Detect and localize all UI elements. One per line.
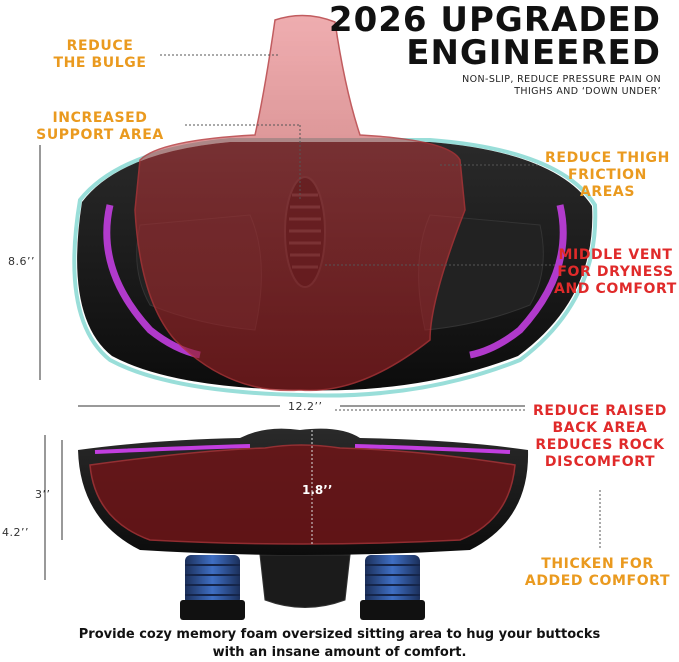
top-view-seat	[72, 14, 598, 398]
leader-lines	[160, 54, 601, 550]
dimension-side-42: 4.2’’	[2, 526, 29, 539]
footer-line2: with an insane amount of comfort.	[212, 645, 467, 660]
dimension-width: 12.2’’	[288, 400, 323, 413]
callout-thigh-friction: REDUCE THIGH FRICTION AREAS	[545, 150, 670, 200]
footer-line1: Provide cozy memory foam oversized sitti…	[78, 627, 601, 642]
callout-raised-back: REDUCE RAISED BACK AREA REDUCES ROCK DIS…	[533, 403, 667, 470]
dimension-side-3: 3’’	[35, 488, 51, 501]
headline-line1: 2026 UPGRADED	[328, 0, 661, 40]
dimension-center: 1.8’’	[302, 483, 333, 497]
headline-line2: ENGINEERED	[406, 33, 661, 73]
side-view-seat	[78, 428, 529, 620]
headline-subtitle: NON-SLIP, REDUCE PRESSURE PAIN ON THIGHS…	[462, 74, 661, 97]
dimension-height-top: 8.6’’	[8, 255, 35, 268]
dimension-lines	[39, 145, 525, 580]
callout-support-area: INCREASED SUPPORT AREA	[36, 110, 164, 143]
callout-reduce-bulge: REDUCE THE BULGE	[53, 38, 147, 71]
callout-thicken: THICKEN FOR ADDED COMFORT	[524, 556, 671, 589]
callout-middle-vent: MIDDLE VENT FOR DRYNESS AND COMFORT	[554, 247, 677, 297]
